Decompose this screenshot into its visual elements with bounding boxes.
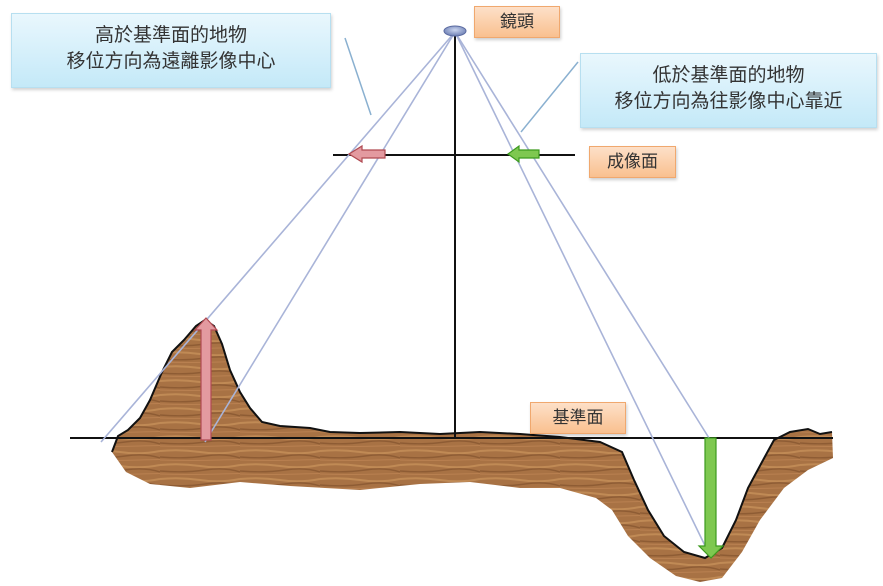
ray-to-peak — [204, 31, 456, 443]
green-displacement-arrow — [506, 144, 540, 164]
ray-to-right-datum — [454, 31, 710, 439]
ray-to-valley — [454, 31, 712, 559]
callout-low-line1: 低於基準面的地物 — [652, 64, 805, 86]
terrain — [112, 320, 833, 582]
lens-icon — [443, 25, 467, 37]
lens-label: 鏡頭 — [474, 6, 560, 38]
leader-high — [344, 37, 372, 116]
callout-low-line2: 移位方向為往影像中心靠近 — [614, 90, 843, 112]
ray-to-left-datum — [100, 31, 456, 443]
red-displacement-arrow — [347, 144, 386, 164]
terrain-surface-line — [111, 318, 833, 560]
callout-high-line2: 移位方向為遠離影像中心 — [66, 50, 276, 72]
callout-low-objects: 低於基準面的地物 移位方向為往影像中心靠近 — [580, 53, 877, 128]
callout-high-objects: 高於基準面的地物 移位方向為遠離影像中心 — [11, 13, 331, 88]
image-plane-label: 成像面 — [589, 146, 676, 178]
leader-low — [520, 61, 579, 133]
callout-high-line1: 高於基準面的地物 — [94, 24, 247, 46]
datum-plane-label: 基準面 — [530, 402, 626, 434]
red-height-arrow — [193, 317, 219, 441]
green-depth-arrow — [697, 437, 725, 559]
